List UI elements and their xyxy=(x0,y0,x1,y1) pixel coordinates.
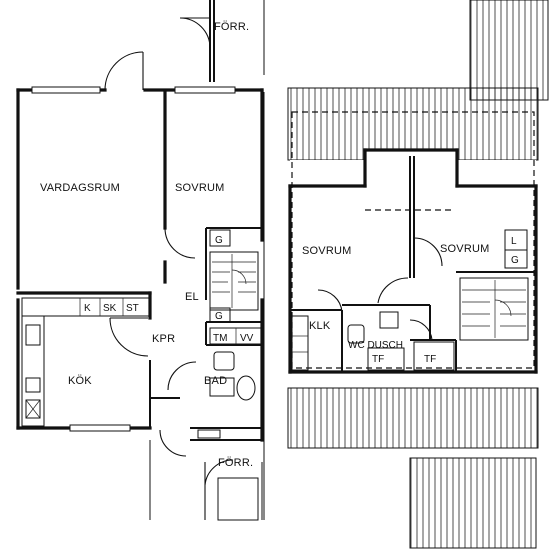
upper-staircase xyxy=(459,277,529,341)
wc-toilet xyxy=(347,324,365,344)
room-label-sovrum-right: SOVRUM xyxy=(440,243,489,255)
klk-wardrobe xyxy=(291,315,309,371)
fixture-label-l: L xyxy=(511,236,517,247)
g-box-upper xyxy=(504,249,528,269)
roof-hatch-lower xyxy=(287,387,539,449)
room-label-klk: KLK xyxy=(309,320,331,332)
fixture-label-tm: TM xyxy=(213,333,227,344)
ground-floor-plan: FÖRR. VARDAGSRUM SOVRUM EL KÖK KPR BAD F… xyxy=(16,0,265,521)
wc-sink xyxy=(379,311,399,329)
fixture-label-tf2: TF xyxy=(424,354,436,365)
ground-outer-walls xyxy=(16,86,264,442)
fixture-label-sk: SK xyxy=(103,303,117,314)
fixture-label-g-upper: G xyxy=(511,255,519,266)
fixture-label-k: K xyxy=(84,303,91,314)
tf-box-1 xyxy=(367,347,405,371)
room-label-vardagsrum: VARDAGSRUM xyxy=(40,182,120,194)
bathroom-fixtures xyxy=(197,351,256,439)
room-label-forr-top: FÖRR. xyxy=(214,21,249,33)
entry-door-swing xyxy=(104,51,144,91)
ground-staircase xyxy=(209,251,259,311)
room-label-sovrum: SOVRUM xyxy=(175,182,224,194)
bottom-entry xyxy=(149,440,263,521)
kitchen-counter xyxy=(21,297,151,427)
fixture-label-st: ST xyxy=(126,303,139,314)
room-label-wc-dusch: WC DUSCH xyxy=(348,340,403,351)
ground-interior-walls xyxy=(16,90,262,441)
fixture-label-g1: G xyxy=(215,235,223,246)
fixture-label-tf1: TF xyxy=(372,354,384,365)
roof-hatch-upper xyxy=(287,87,539,161)
upper-door-swings xyxy=(317,237,443,341)
fixture-label-g2: G xyxy=(215,311,223,322)
tf-box-2 xyxy=(413,341,455,371)
room-label-sovrum-left: SOVRUM xyxy=(302,245,351,257)
room-label-bad: BAD xyxy=(204,375,227,387)
upper-floor-plan: SOVRUM SOVRUM KLK WC DUSCH L G TF TF xyxy=(287,0,549,549)
fixture-label-vv: VV xyxy=(240,333,254,344)
eave-dashed-outline xyxy=(291,111,535,369)
g-box xyxy=(209,229,231,247)
upper-walls xyxy=(288,148,538,374)
room-label-forr-bottom: FÖRR. xyxy=(218,457,253,469)
roof-hatch-bottom xyxy=(409,457,537,549)
roof-hatch-top xyxy=(469,0,549,101)
room-label-kok: KÖK xyxy=(68,375,92,387)
room-label-kpr: KPR xyxy=(152,333,175,345)
ground-door-swings xyxy=(109,227,234,520)
top-entry xyxy=(179,0,215,82)
g-box xyxy=(209,307,231,323)
room-label-el: EL xyxy=(185,291,199,303)
